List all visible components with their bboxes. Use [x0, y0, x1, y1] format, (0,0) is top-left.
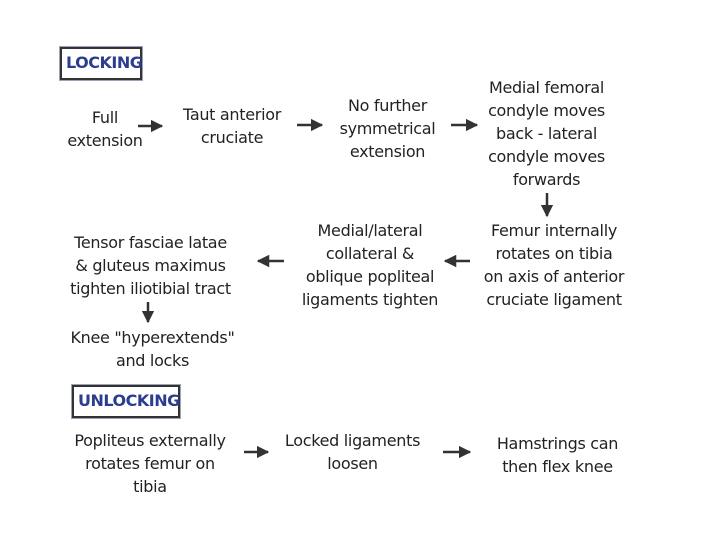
node-tensor-fasciae-latae: Tensor fasciae latae & gluteus maximus t…	[70, 233, 231, 298]
node-locked-ligaments-loosen: Locked ligaments loosen	[284, 431, 421, 473]
node-medial-femoral-condyle: Medial femoral condyle moves back - late…	[488, 78, 605, 189]
node-full-extension: Full extension	[67, 108, 143, 150]
node-collateral-ligaments: Medial/lateral collateral & oblique popl…	[301, 221, 439, 309]
node-no-further-extension: No further symmetrical extension	[339, 96, 436, 161]
node-knee-hyperextends: Knee "hyperextends" and locks	[70, 328, 235, 370]
unlocking-heading: UNLOCKING	[72, 385, 180, 418]
node-taut-anterior-cruciate: Taut anterior cruciate	[183, 105, 281, 147]
locking-heading: LOCKING	[60, 47, 143, 80]
node-popliteus-rotates: Popliteus externally rotates femur on ti…	[74, 431, 226, 496]
node-femur-internally-rotates: Femur internally rotates on tibia on axi…	[483, 221, 625, 309]
node-hamstrings-flex: Hamstrings can then flex knee	[496, 434, 619, 476]
